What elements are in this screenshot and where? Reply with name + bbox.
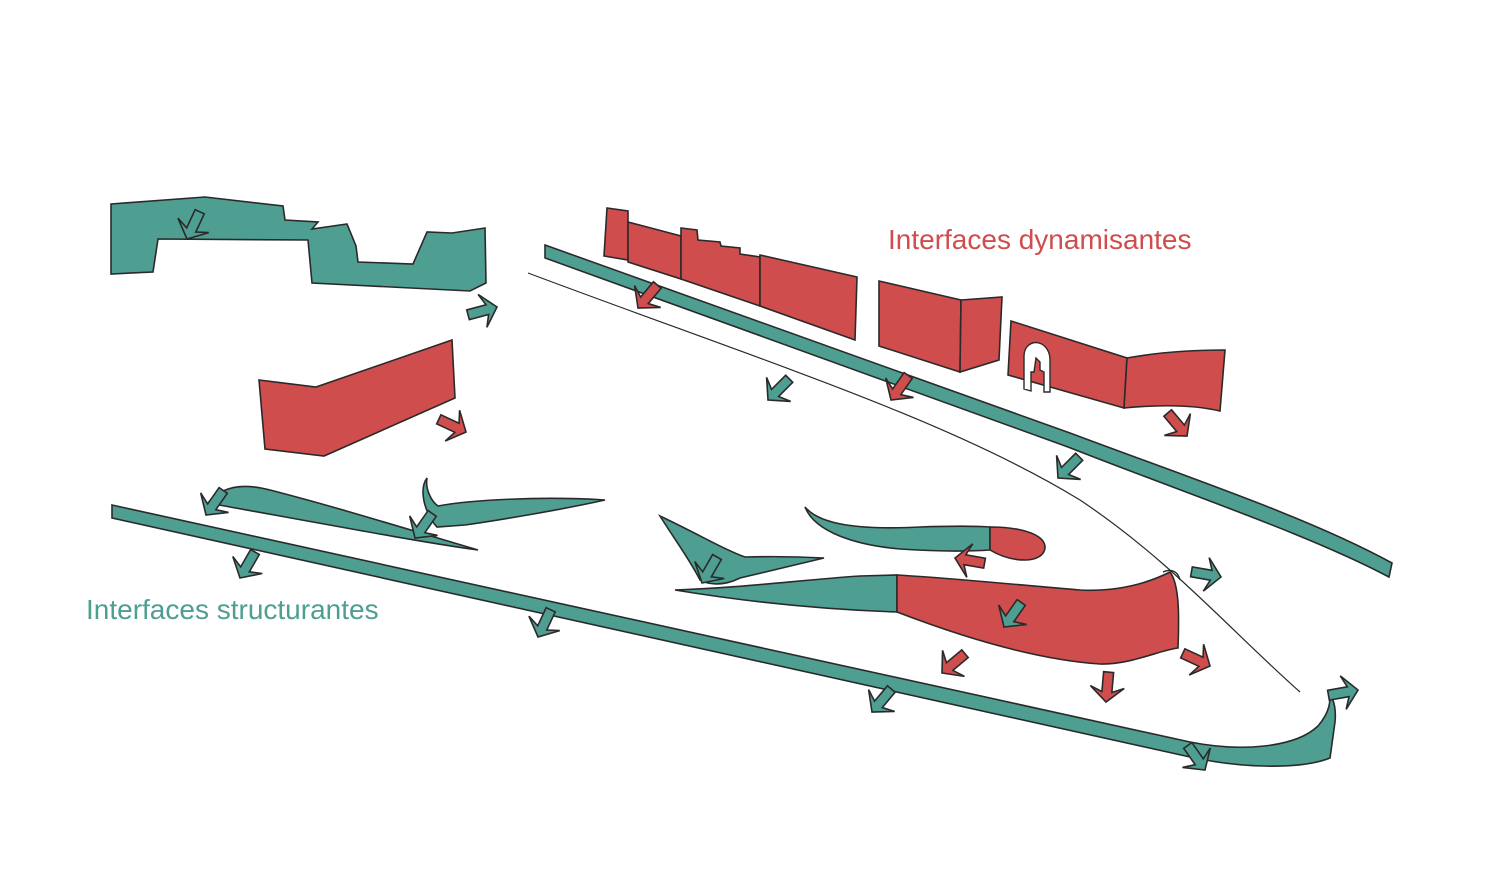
dynamic-swoosh-body bbox=[896, 570, 1180, 665]
dynamic-building-row bbox=[603, 207, 858, 342]
dynamic-arrow bbox=[930, 639, 977, 687]
swoosh-edge bbox=[1162, 569, 1181, 581]
structural-arrow bbox=[462, 289, 503, 332]
structural-building-block bbox=[110, 196, 487, 292]
structural-arrow bbox=[1187, 554, 1225, 595]
dynamic-left-block bbox=[258, 338, 456, 457]
dynamic-arrow bbox=[1153, 401, 1201, 448]
dynamic-arrow bbox=[1088, 669, 1127, 705]
dynamic-interfaces-label: Interfaces dynamisantes bbox=[888, 224, 1192, 255]
dynamic-arrow bbox=[1174, 637, 1218, 683]
structural-interfaces-label: Interfaces structurantes bbox=[86, 594, 379, 625]
structural-swoosh-top bbox=[804, 506, 991, 552]
dynamic-swoosh-curl bbox=[989, 526, 1046, 561]
structural-upper-band bbox=[544, 243, 1393, 579]
path-line bbox=[527, 272, 1301, 693]
dynamic-box-building bbox=[878, 279, 1003, 374]
dynamic-arch-building bbox=[1007, 319, 1226, 412]
structural-wedge-hook bbox=[422, 477, 606, 528]
structural-wedge-center bbox=[657, 514, 825, 585]
dynamic-arrow bbox=[430, 403, 474, 449]
structural-arrow bbox=[755, 365, 803, 413]
